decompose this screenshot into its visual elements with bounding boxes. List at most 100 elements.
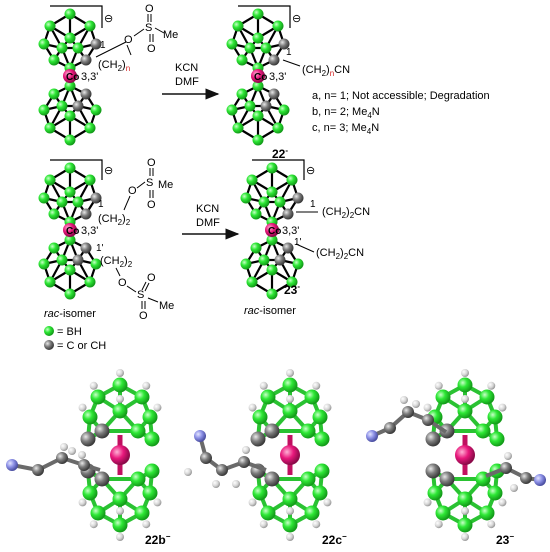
model-boron-atom [134, 389, 150, 405]
legend-bh: = BH [57, 326, 82, 338]
hydrogen-atom [323, 403, 332, 412]
model-carbon-atom [439, 471, 455, 487]
model-carbon-atom [94, 423, 110, 439]
cage-boron-atom [258, 254, 270, 266]
hydrogen-atom [78, 403, 87, 412]
hydrogen-atom [242, 446, 250, 454]
cage-boron-atom [246, 276, 258, 288]
cage-boron-atom [56, 254, 68, 266]
cobalt-atom [63, 223, 77, 237]
methyl-label: Me [158, 179, 173, 191]
metal-label: Co [66, 72, 79, 83]
model-boron-atom [142, 409, 158, 425]
cage-boron-atom [266, 234, 278, 246]
cage-carbon-atom [268, 88, 280, 100]
carbon-chain-bond [282, 59, 301, 67]
cage-boron-atom [44, 122, 56, 134]
cage-boron-atom [232, 122, 244, 134]
cage-carbon-atom [80, 88, 92, 100]
reaction2-product: Co 3,3' ⊖ 1 (CH2)2CN 1' (CH2)2CN 23- [240, 159, 370, 300]
cage-carbon-atom [282, 208, 294, 220]
upper-chain-formula: (CH2)2 [98, 213, 131, 227]
model-boron-atom [144, 431, 160, 447]
lower-chain-formula: (CH2)2 [100, 255, 133, 269]
model-boron-atom [457, 517, 473, 533]
upper-dicarbollide-cluster [38, 162, 102, 228]
hydrogen-atom [259, 520, 268, 529]
hydrogen-atom [116, 395, 124, 403]
cage-boron-atom [84, 174, 96, 186]
cage-boron-atom [38, 192, 50, 204]
model-boron-atom [457, 491, 473, 507]
model-boron-atom [144, 463, 160, 479]
hydrogen-atom [504, 452, 512, 460]
cage-carbon-atom [260, 100, 272, 112]
model-boron-atom [90, 505, 106, 521]
carbon-chain-bond [95, 41, 127, 58]
oxygen-label: O [118, 277, 127, 289]
hydrogen-atom [461, 533, 469, 541]
model-boron-atom [475, 423, 491, 439]
cage-boron-atom [244, 100, 256, 112]
charge-bracket [252, 159, 305, 180]
model-boron-atom [134, 505, 150, 521]
o-s-bond [133, 28, 145, 37]
cobalt-atom [251, 69, 265, 83]
charge-symbol: ⊖ [306, 165, 315, 177]
cage-boron-atom [44, 174, 56, 186]
hydrogen-atom [116, 533, 124, 541]
cage-boron-atom [274, 196, 286, 208]
structure-label-22c: 22c− [322, 532, 347, 547]
model-boron-atom [435, 505, 451, 521]
model-carbon-atom [425, 463, 441, 479]
cage-boron-atom [38, 258, 50, 270]
model-boron-atom [252, 409, 268, 425]
hydrogen-atom [423, 498, 432, 507]
chain-o-bond [123, 195, 131, 211]
cage-carbon-atom [80, 54, 92, 66]
oxygen-label: O [128, 185, 137, 197]
isomer-label-right: rac-isomer [244, 305, 296, 317]
model-boron-atom [312, 409, 328, 425]
isomer-label-left: rac-isomer [44, 308, 96, 320]
cage-boron-atom [72, 42, 84, 54]
cage-boron-atom [48, 88, 60, 100]
sulfur-label: S [146, 177, 153, 189]
model-boron-atom [260, 505, 276, 521]
o-s-bond [126, 285, 137, 293]
hydrogen-atom [400, 396, 408, 404]
lower-dicarbollide-cluster [38, 80, 102, 146]
carbon-atom [32, 464, 44, 476]
model-boron-atom [260, 389, 276, 405]
hydrogen-atom [510, 484, 518, 492]
model-boron-atom [457, 377, 473, 393]
hydrogen-atom [286, 533, 294, 541]
charge-bracket [50, 5, 103, 28]
model-boron-atom [312, 485, 328, 501]
sulfur-label: S [137, 289, 144, 301]
carbon-atom [500, 462, 512, 474]
cage-boron-atom [56, 196, 68, 208]
nitrogen-atom [194, 430, 206, 442]
s-o-double-bond-2 [144, 282, 150, 292]
chain-o-bond [115, 267, 121, 277]
hydrogen-atom [286, 369, 294, 377]
cage-boron-atom [266, 186, 278, 198]
reagent-kcn: KCN [175, 62, 198, 74]
cage-boron-atom [246, 174, 258, 186]
cage-carbon-atom [80, 242, 92, 254]
cage-boron-atom [38, 38, 50, 50]
cage-boron-atom [64, 32, 76, 44]
cage-boron-atom [44, 276, 56, 288]
cage-boron-atom [244, 42, 256, 54]
boron-legend-swatch [44, 326, 54, 336]
position-1prime-label: 1' [294, 237, 302, 248]
hydrogen-atom [212, 480, 220, 488]
hydrogen-atom [312, 381, 321, 390]
cage-boron-atom [64, 8, 76, 20]
cage-carbon-atom [268, 54, 280, 66]
chain-formula: (CH2)nCN [302, 64, 350, 78]
model-boron-atom [304, 389, 320, 405]
model-boron-atom [487, 485, 503, 501]
